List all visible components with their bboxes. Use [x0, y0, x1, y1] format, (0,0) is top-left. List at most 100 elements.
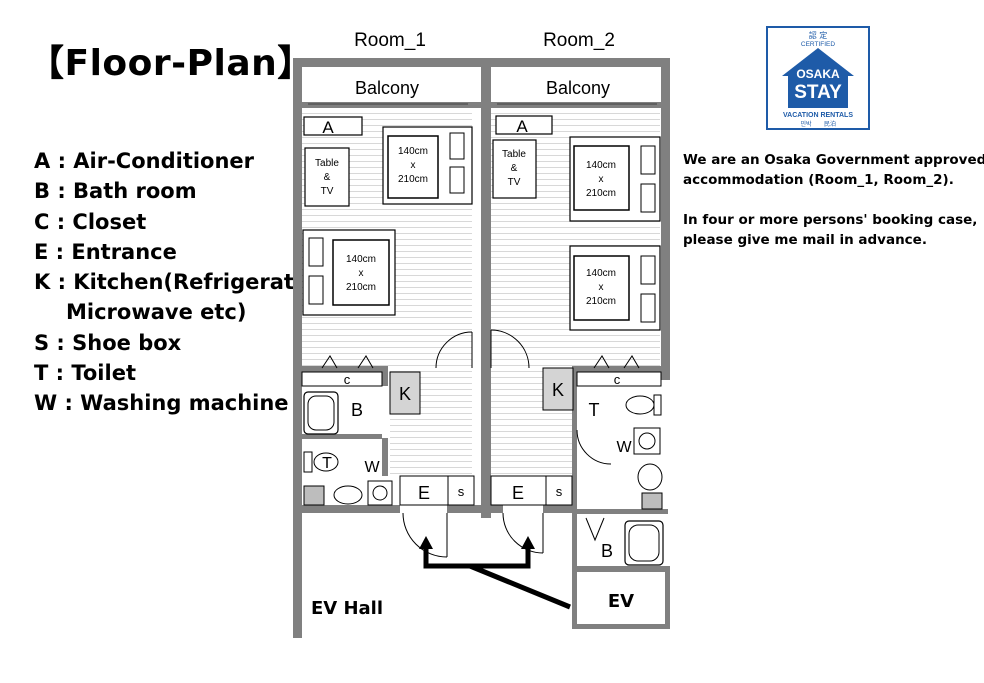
- room2-bathtub-inner: [628, 524, 660, 562]
- room1-table-amp: &: [324, 172, 331, 183]
- room2-bath-door: [585, 517, 605, 542]
- arrow-up-icon: [419, 536, 433, 549]
- house-icon: [782, 48, 854, 108]
- room2-table-label: Table: [502, 149, 526, 160]
- legend-item-washing-machine: W : Washing machine: [34, 391, 289, 416]
- room2-ac-label: A: [516, 117, 528, 136]
- page-title: 【Floor-Plan】: [28, 43, 314, 84]
- badge-minpaku: 民泊: [824, 120, 836, 128]
- room2-washer-drum: [638, 432, 656, 450]
- room2-shoebox-label: s: [556, 484, 563, 499]
- room2-washer: [633, 427, 661, 455]
- osaka-stay-badge: 認 定 CERTIFIED OSAKA STAY VACATION RENTAL…: [766, 26, 870, 130]
- room2-closet-label: c: [614, 372, 621, 387]
- room1-ac: [303, 116, 363, 136]
- room1-toilet-bowl: [313, 452, 339, 472]
- room1-table: [304, 147, 350, 207]
- legend-item-closet: C : Closet: [34, 209, 147, 234]
- info-line: accommodation (Room_1, Room_2).: [683, 172, 954, 188]
- bed: [382, 126, 473, 205]
- route-path: [423, 546, 571, 610]
- room2-label: Room_2: [543, 30, 615, 51]
- room1-shoebox: [447, 475, 475, 506]
- legend-item-entrance: E : Entrance: [34, 239, 177, 264]
- closet-doors: [321, 355, 640, 369]
- ev-label: EV: [608, 591, 634, 612]
- room2-closet: [576, 371, 662, 387]
- bed-width: 140cm: [346, 254, 376, 265]
- bed-x: x: [359, 268, 364, 279]
- bed: [302, 229, 396, 316]
- room2-entrance: [490, 475, 547, 506]
- info-line: In four or more persons' booking case,: [683, 212, 978, 228]
- room1-closet: [301, 371, 383, 387]
- room1-toilet-label: T: [322, 455, 332, 472]
- info-line: We are an Osaka Government approved: [683, 152, 984, 168]
- ev-hall-label: EV Hall: [311, 598, 383, 619]
- room2-toilet-door: [576, 429, 612, 465]
- room1-sink: [333, 485, 363, 505]
- room1-bathtub-inner: [307, 395, 335, 431]
- legend-item-air-conditioner: A : Air-Conditioner: [34, 149, 255, 173]
- room2-kitchen: [542, 367, 574, 411]
- room2-balcony-label: Balcony: [546, 78, 610, 98]
- room1-entrance: [399, 475, 449, 506]
- legend-item-bath-room: B : Bath room: [34, 179, 197, 204]
- room2-toilet-label: T: [589, 400, 600, 420]
- room2-washer-label: W: [616, 439, 632, 456]
- legend-item-kitchen-cont: Microwave etc): [66, 300, 247, 325]
- legend-item-toilet: T : Toilet: [34, 361, 136, 386]
- room1-table-label: Table: [315, 158, 339, 169]
- room1-washer: [367, 480, 393, 506]
- room-doors: [435, 329, 530, 369]
- bed-height: 210cm: [398, 174, 428, 185]
- entrance-doors: [402, 512, 544, 558]
- bed-width: 140cm: [586, 160, 616, 171]
- room2-ac: [495, 115, 553, 135]
- room1-washer-drum: [372, 485, 388, 501]
- bed-height: 210cm: [586, 188, 616, 199]
- room2-toilet-tank: [653, 394, 662, 416]
- badge-vacation: VACATION RENTALS: [783, 112, 853, 119]
- room1-table-tv: TV: [321, 186, 334, 197]
- badge-certified: CERTIFIED: [801, 41, 835, 48]
- room2-sink-counter: [641, 492, 663, 510]
- room2-bath-label: B: [601, 541, 613, 561]
- room2-table-amp: &: [511, 163, 518, 174]
- legend-item-kitchen: K : Kitchen(Refrigerator,: [34, 270, 324, 295]
- room1-closet-label: c: [344, 372, 351, 387]
- bed: [569, 245, 661, 331]
- room1-bath-label: B: [351, 400, 363, 420]
- room2-table: [492, 139, 537, 199]
- room2-table-tv: TV: [508, 177, 521, 188]
- room1-toilet-tank: [303, 451, 313, 473]
- bed-height: 210cm: [586, 296, 616, 307]
- room1-shoebox-label: s: [458, 484, 465, 499]
- room2-sink: [637, 463, 663, 491]
- bed-width: 140cm: [398, 146, 428, 157]
- badge-korean: 민박: [800, 120, 812, 128]
- bed-x: x: [599, 174, 604, 185]
- legend: A : Air-Conditioner B : Bath room C : Cl…: [34, 146, 324, 419]
- bed: [569, 136, 661, 222]
- room2-toilet-bowl: [625, 395, 655, 415]
- room2-shoebox: [545, 475, 573, 506]
- info-text: We are an Osaka Government approved acco…: [683, 150, 984, 250]
- badge-osaka: OSAKA: [796, 67, 840, 81]
- legend-item-shoe-box: S : Shoe box: [34, 330, 182, 355]
- walls: [293, 58, 670, 638]
- badge-stay: STAY: [794, 82, 842, 103]
- room1-kitchen-label: K: [399, 384, 411, 404]
- bed-height: 210cm: [346, 282, 376, 293]
- room1-entrance-label: E: [418, 483, 430, 503]
- bed-x: x: [599, 282, 604, 293]
- bed-width: 140cm: [586, 268, 616, 279]
- room1-sink-counter: [303, 485, 325, 506]
- room1-ac-label: A: [322, 118, 334, 137]
- arrow-up-icon: [521, 536, 535, 549]
- room1-balcony-label: Balcony: [355, 78, 419, 98]
- badge-kanji: 認 定: [809, 30, 828, 40]
- bed-x: x: [411, 160, 416, 171]
- room1-washer-label: W: [364, 459, 380, 476]
